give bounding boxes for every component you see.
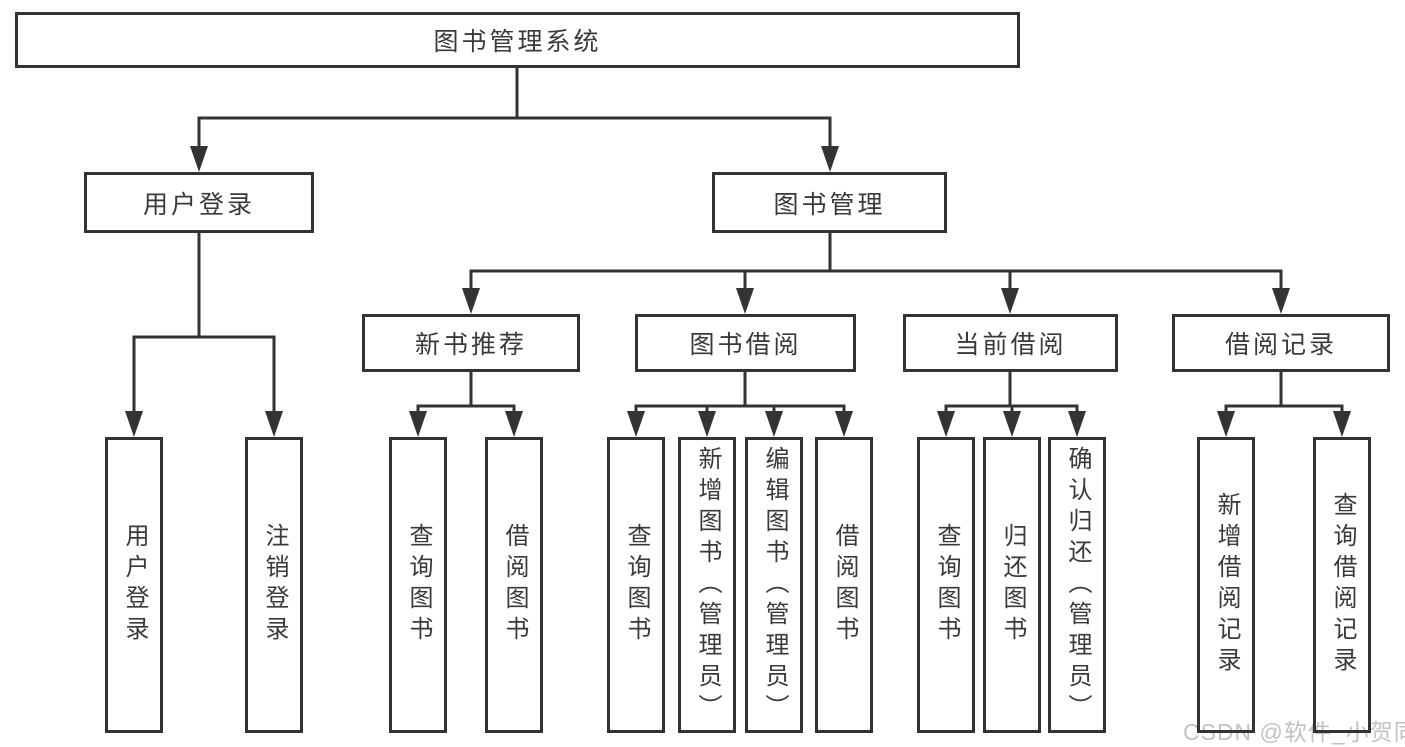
leaf-return-book: 归还图书 [983, 437, 1041, 733]
leaf-add-borrow-record-label: 新增借阅记录 [1213, 492, 1240, 678]
leaf-user-login: 用户登录 [105, 437, 163, 733]
leaf-return-book-label: 归还图书 [999, 523, 1026, 647]
leaf-edit-book-admin: 编辑图书（管理员） [745, 437, 803, 733]
leaf-query-books-borrow: 查询图书 [607, 437, 665, 733]
leaf-query-books-recommend-label: 查询图书 [405, 523, 432, 647]
leaf-add-book-admin-label: 新增图书（管理员） [694, 445, 721, 725]
leaf-add-borrow-record: 新增借阅记录 [1197, 437, 1255, 733]
leaf-logout-label: 注销登录 [261, 523, 288, 647]
node-book-management: 图书管理 [712, 172, 947, 233]
node-user-login: 用户登录 [84, 172, 314, 233]
leaf-edit-book-admin-label: 编辑图书（管理员） [761, 445, 788, 725]
leaf-borrow-books-recommend-label: 借阅图书 [501, 523, 528, 647]
leaf-borrow-books-recommend: 借阅图书 [485, 437, 543, 733]
node-borrow-record: 借阅记录 [1172, 314, 1390, 372]
leaf-add-book-admin: 新增图书（管理员） [678, 437, 736, 733]
node-current-borrow: 当前借阅 [903, 314, 1118, 372]
node-book-borrow: 图书借阅 [635, 314, 856, 372]
leaf-query-borrow-record-label: 查询借阅记录 [1329, 492, 1356, 678]
leaf-query-books-borrow-label: 查询图书 [623, 523, 650, 647]
watermark: CSDN @软件_小贺同学 [1183, 719, 1405, 745]
leaf-query-borrow-record: 查询借阅记录 [1313, 437, 1371, 733]
leaf-user-login-label: 用户登录 [121, 523, 148, 647]
leaf-confirm-return-admin: 确认归还（管理员） [1048, 437, 1106, 733]
leaf-query-books-current-label: 查询图书 [933, 523, 960, 647]
leaf-borrow-books-borrow-label: 借阅图书 [831, 523, 858, 647]
leaf-query-books-current: 查询图书 [917, 437, 975, 733]
node-new-book-recommend: 新书推荐 [362, 314, 580, 372]
leaf-confirm-return-admin-label: 确认归还（管理员） [1064, 445, 1091, 725]
leaf-logout: 注销登录 [245, 437, 303, 733]
leaf-query-books-recommend: 查询图书 [389, 437, 447, 733]
node-library-management-system: 图书管理系统 [15, 12, 1020, 68]
leaf-borrow-books-borrow: 借阅图书 [815, 437, 873, 733]
